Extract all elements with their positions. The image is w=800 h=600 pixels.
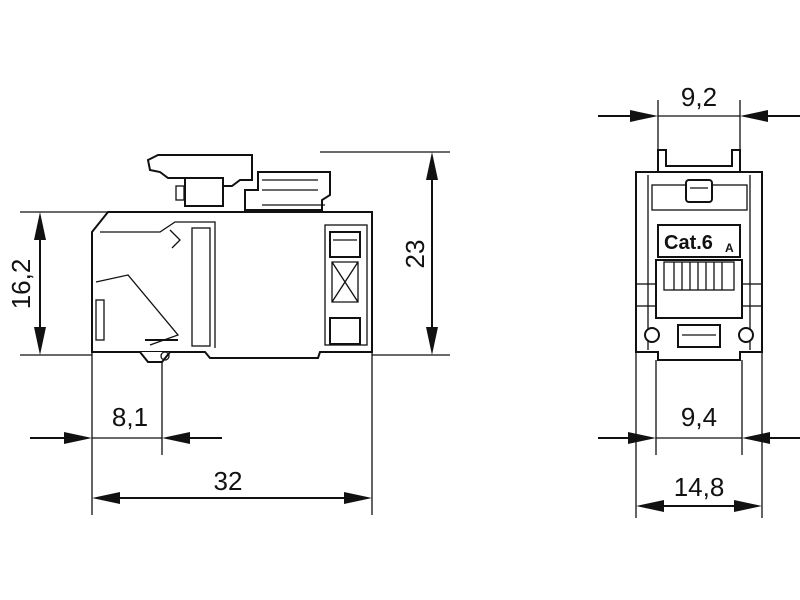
latch-block [184, 177, 224, 207]
inner-outline [100, 221, 216, 348]
front-view: Cat.6 A 9,2 9,4 [598, 82, 800, 518]
arrow-81-left [64, 432, 92, 444]
side-view: 23 16,2 8,1 32 [6, 151, 450, 515]
port-contacts-area [663, 261, 735, 291]
dim-94-label: 9,4 [681, 402, 717, 432]
dim-92-label: 9,2 [681, 82, 717, 112]
dim-23-label: 23 [400, 240, 430, 269]
rear-port-bottom [329, 317, 361, 345]
cat-label-sub: A [725, 241, 734, 255]
rear-port-top [329, 231, 361, 258]
arrow-23-top [426, 152, 438, 180]
lower-latch [677, 324, 721, 348]
side-notch-left [635, 283, 657, 307]
label-plate [657, 224, 741, 258]
cat-label: Cat.6 [664, 232, 713, 254]
arrow-92-left [630, 110, 658, 122]
idc-cap [244, 171, 331, 211]
inner-slot [191, 227, 211, 347]
arrow-94-right [742, 432, 770, 444]
arrow-162-bottom [34, 327, 46, 355]
mount-hole-left [644, 327, 660, 343]
front-latch-window [685, 179, 713, 203]
arrow-148-right [734, 500, 762, 512]
arrow-32-right [344, 492, 372, 504]
foot-pin [160, 351, 170, 361]
arrow-81-right [162, 432, 190, 444]
arrow-23-bottom [426, 327, 438, 355]
dim-162-label: 16,2 [6, 259, 36, 310]
latch-tab [175, 185, 185, 201]
side-notch-right [741, 283, 763, 307]
detail-hook [169, 229, 181, 249]
arrow-148-left [636, 500, 664, 512]
arrow-94-left [628, 432, 656, 444]
dim-81-label: 8,1 [112, 402, 148, 432]
latch-clip [146, 154, 253, 187]
crossed-box [331, 261, 359, 303]
front-notch [95, 299, 105, 341]
arrow-162-top [34, 212, 46, 240]
mount-hole-right [738, 327, 754, 343]
dim-32-label: 32 [214, 466, 243, 496]
arrow-32-left [92, 492, 120, 504]
arrow-92-right [740, 110, 768, 122]
front-clip [657, 149, 741, 173]
port-opening [655, 259, 743, 319]
dim-148-label: 14,8 [674, 472, 725, 502]
